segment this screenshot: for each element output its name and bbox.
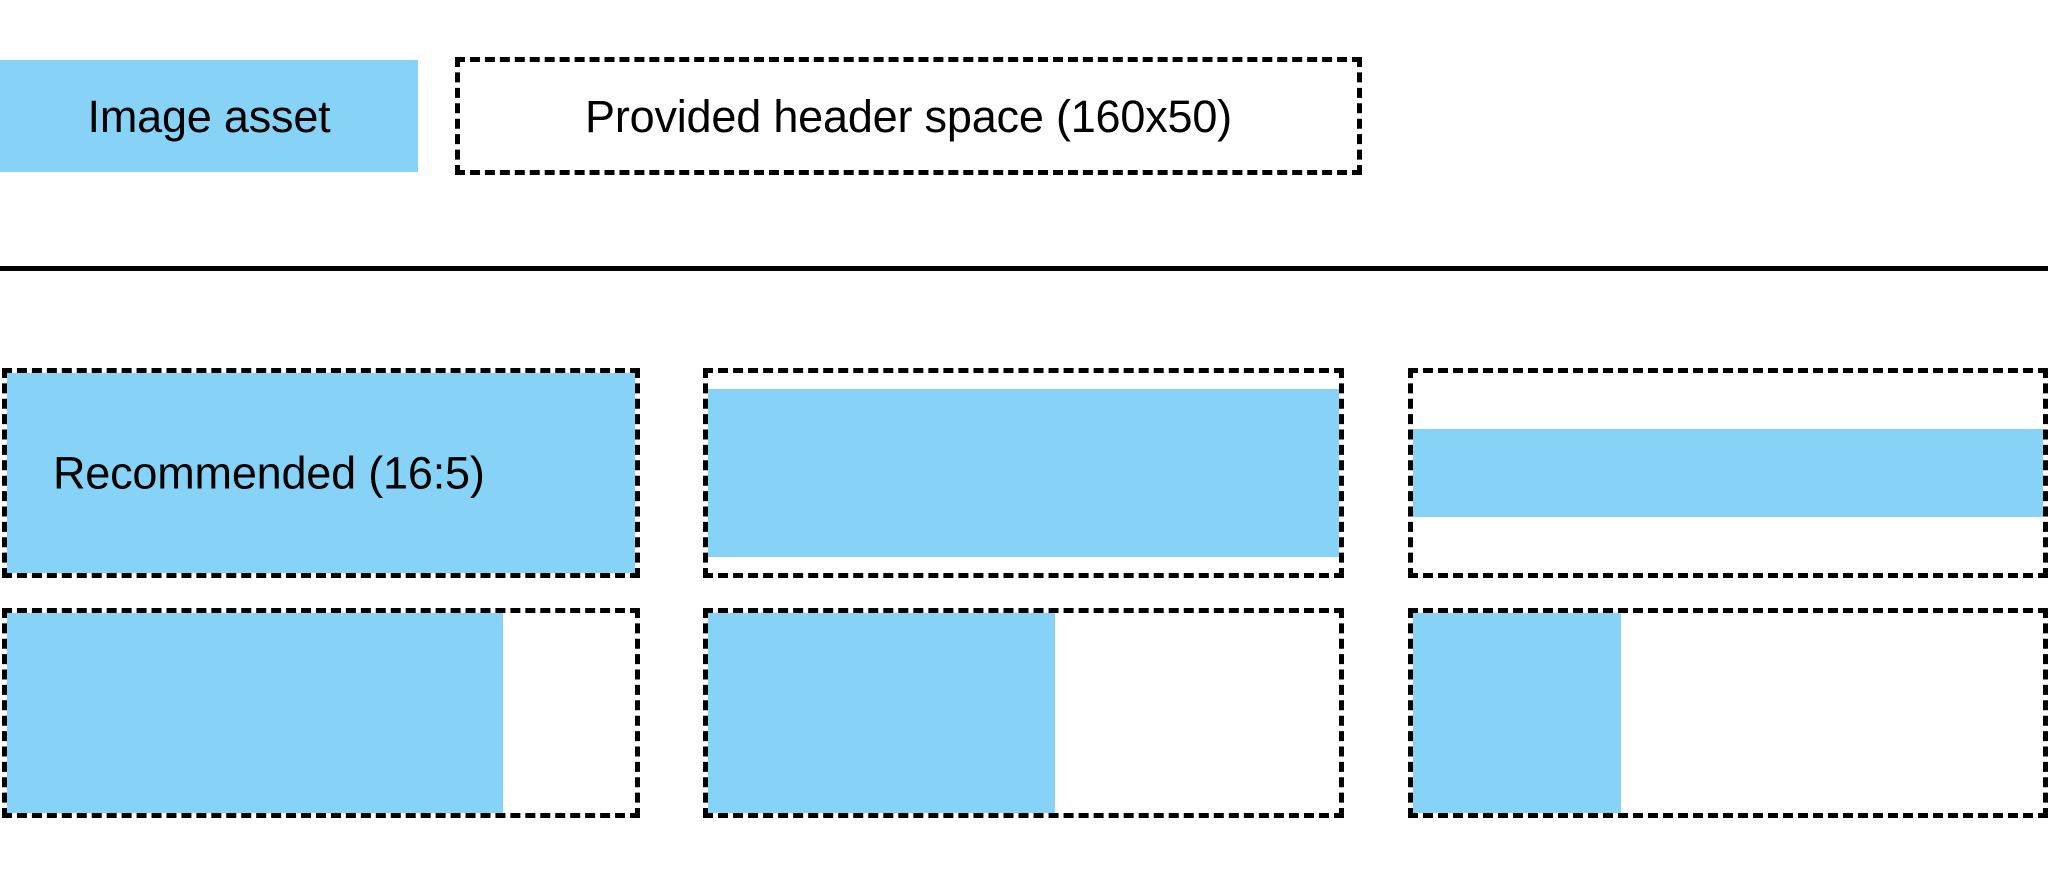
image-fill-swatch [708,389,1339,557]
image-fill-swatch [1413,613,1621,813]
aspect-ratio-row-1: Recommended (16:5) [0,368,2048,578]
ratio-cell-r2c1 [2,608,640,818]
recommended-ratio-label: Recommended (16:5) [53,447,485,499]
header-row: Image asset Provided header space (160x5… [0,57,2048,175]
ratio-cell-recommended: Recommended (16:5) [2,368,640,578]
aspect-ratio-grid: Recommended (16:5) [0,368,2048,820]
provided-header-space-box: Provided header space (160x50) [455,57,1362,175]
image-asset-chip: Image asset [0,60,418,172]
section-divider [0,266,2048,271]
ratio-cell-r2c2 [703,608,1344,818]
image-fill-swatch [7,373,635,573]
image-asset-chip-label: Image asset [87,90,331,142]
provided-header-space-label: Provided header space (160x50) [585,90,1232,142]
ratio-cell-r1c3 [1408,368,2048,578]
ratio-cell-r1c2 [703,368,1344,578]
image-fill-swatch [708,613,1056,813]
aspect-ratio-row-2 [0,608,2048,818]
ratio-cell-r2c3 [1408,608,2048,818]
image-fill-swatch [7,613,504,813]
image-fill-swatch [1413,429,2043,517]
